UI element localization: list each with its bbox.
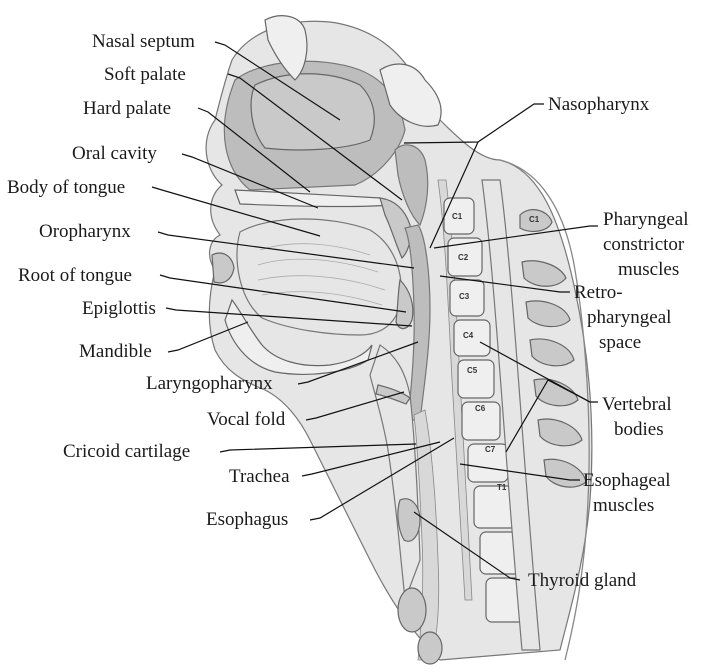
label-body-of-tongue: Body of tongue [7,177,125,198]
vertebra-label-t1: T1 [497,483,507,492]
label-trachea: Trachea [229,466,290,487]
label-oropharynx: Oropharynx [39,221,131,242]
tongue-shape [237,219,401,335]
vertebra-label-c6: C6 [475,404,486,413]
label-soft-palate: Soft palate [104,64,186,85]
label-thyroid-gland: Thyroid gland [528,570,637,591]
label-cricoid-cartilage: Cricoid cartilage [63,441,190,462]
label-oral-cavity: Oral cavity [72,143,157,164]
label-nasal-septum: Nasal septum [92,31,195,52]
nasal-septum-shape [251,74,374,150]
label-nasopharynx: Nasopharynx [548,94,650,115]
label-pharyngeal-constrictor: Pharyngeal constrictor muscles [603,209,693,280]
trachea-ring-shape [418,632,442,664]
vertebra-label-c3: C3 [459,292,470,301]
vertebra-label-c1: C1 [452,212,463,221]
label-vertebral-bodies: Vertebral bodies [602,394,676,440]
anatomy-illustration [206,16,592,664]
vertebra-label-c5: C5 [467,366,478,375]
trachea-ring-shape [398,588,426,632]
label-laryngopharynx: Laryngopharynx [146,373,273,394]
label-hard-palate: Hard palate [83,98,171,119]
label-esophageal-muscles: Esophageal muscles [583,470,675,516]
label-mandible: Mandible [79,341,152,362]
label-epiglottis: Epiglottis [82,298,156,319]
label-retropharyngeal-space: Retro- pharyngeal space [574,282,676,353]
vertebra-label-c7: C7 [485,445,496,454]
vertebra-label-c2: C2 [458,253,469,262]
spine-label-c1: C1 [529,215,540,224]
vertebra-label-c4: C4 [463,331,474,340]
label-vocal-fold: Vocal fold [207,409,286,430]
label-esophagus: Esophagus [206,509,288,530]
label-root-of-tongue: Root of tongue [18,265,132,286]
